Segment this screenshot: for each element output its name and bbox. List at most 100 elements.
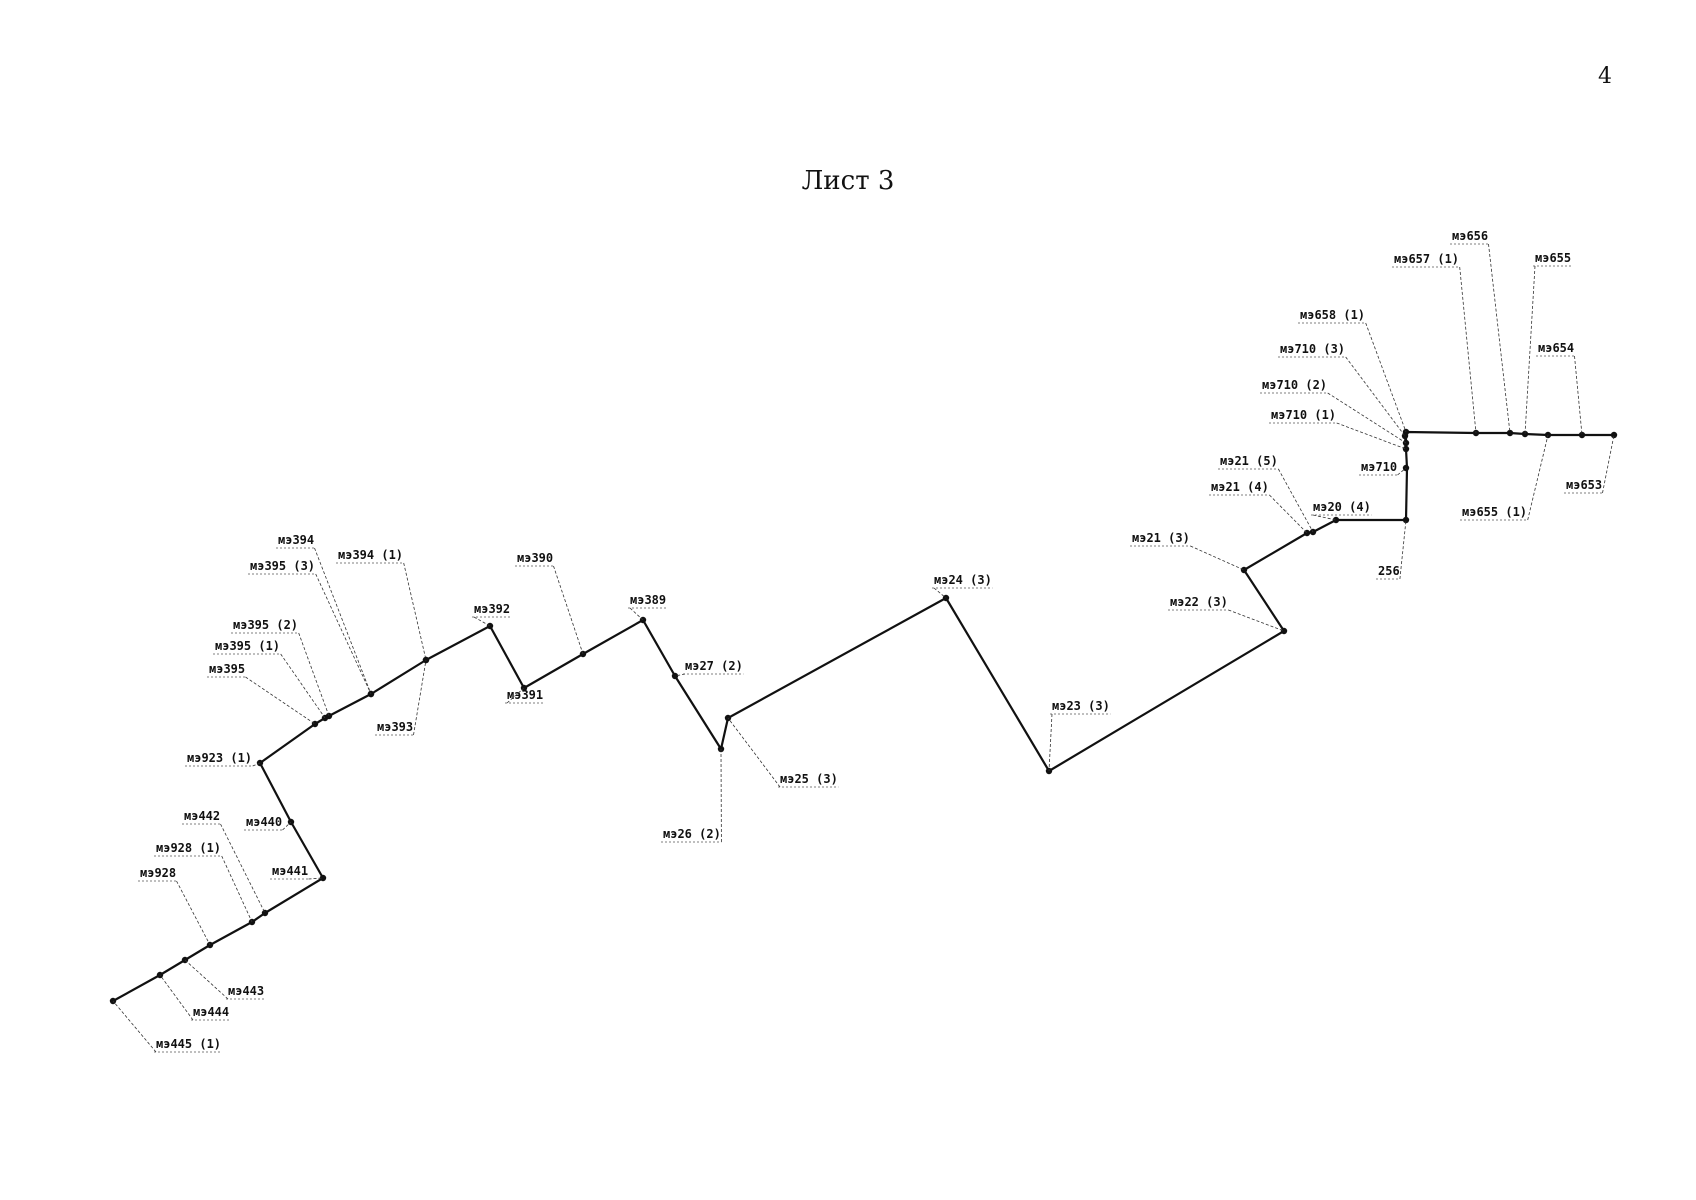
label-мэ389: мэ389	[630, 593, 666, 607]
label-мэ392: мэ392	[474, 602, 510, 616]
label-мэ392-leader	[473, 616, 491, 627]
label-мэ393-leader	[413, 659, 427, 736]
page-number: 4	[1598, 64, 1612, 89]
label-мэ653-leader	[1602, 434, 1615, 494]
node-мэ21-3	[1240, 566, 1248, 574]
label-мэ445-1: мэ445 (1)	[156, 1037, 221, 1051]
node-мэ653	[1610, 431, 1618, 439]
label-мэ22-3-leader	[1228, 609, 1285, 632]
label-мэ710-2: мэ710 (2)	[1262, 378, 1327, 392]
label-мэ440-leader	[282, 821, 292, 831]
label-мэ655-1-leader	[1527, 434, 1549, 521]
label-мэ928-leader	[176, 880, 211, 946]
label-мэ442: мэ442	[184, 809, 220, 823]
node-мэ395	[311, 720, 319, 728]
label-мэ928-1: мэ928 (1)	[156, 841, 221, 855]
label-мэ395-2: мэ395 (2)	[233, 618, 298, 632]
label-мэ395-3: мэ395 (3)	[250, 559, 315, 573]
label-мэ22-3: мэ22 (3)	[1170, 595, 1228, 609]
label-мэ441-leader	[308, 877, 324, 880]
label-мэ394-leader	[314, 547, 372, 695]
label-мэ440: мэ440	[246, 815, 282, 829]
label-мэ443: мэ443	[228, 984, 264, 998]
label-мэ658-1-leader	[1365, 322, 1407, 433]
label-мэ394-1: мэ394 (1)	[338, 548, 403, 562]
label-мэ21-3: мэ21 (3)	[1132, 531, 1190, 545]
label-мэ654-leader	[1574, 355, 1583, 436]
label-мэ656-leader	[1488, 243, 1511, 434]
label-мэ23-3: мэ23 (3)	[1052, 699, 1110, 713]
node-мэ22-3	[1280, 627, 1288, 635]
label-мэ27-2-leader	[674, 673, 686, 677]
node-мэ655	[1521, 430, 1529, 438]
label-мэ395-1-leader	[280, 653, 326, 719]
label-мэ441: мэ441	[272, 864, 308, 878]
node-мэ20-4	[1332, 516, 1340, 524]
label-мэ25-3: мэ25 (3)	[780, 772, 838, 786]
label-мэ20-4: мэ20 (4)	[1313, 500, 1371, 514]
label-мэ24-3-leader	[933, 587, 947, 599]
node-мэ710-1	[1402, 445, 1410, 453]
label-мэ395-2-leader	[298, 632, 330, 717]
node-мэ26-2	[717, 745, 725, 753]
label-мэ655-leader	[1524, 265, 1536, 435]
label-мэ25-3-leader	[727, 717, 781, 788]
label-мэ928-1-leader	[221, 855, 253, 923]
label-мэ23-3-leader	[1048, 713, 1053, 772]
label-мэ657-1-leader	[1459, 266, 1477, 434]
node-256	[1402, 516, 1410, 524]
sheet-title: Лист 3	[801, 166, 895, 196]
label-мэ21-5-leader	[1278, 468, 1314, 533]
label-мэ390: мэ390	[517, 551, 553, 565]
label-мэ443-leader	[184, 959, 229, 1000]
label-мэ395: мэ395	[209, 662, 245, 676]
label-мэ24-3: мэ24 (3)	[934, 573, 992, 587]
label-мэ21-4: мэ21 (4)	[1211, 480, 1269, 494]
label-мэ710: мэ710	[1361, 460, 1397, 474]
label-мэ654: мэ654	[1538, 341, 1574, 355]
label-мэ655: мэ655	[1535, 251, 1571, 265]
label-мэ657-1: мэ657 (1)	[1394, 252, 1459, 266]
label-мэ445-1-leader	[112, 1000, 157, 1053]
label-мэ391: мэ391	[507, 688, 543, 702]
label-мэ655-1: мэ655 (1)	[1462, 505, 1527, 519]
label-мэ928: мэ928	[140, 866, 176, 880]
label-мэ710-3: мэ710 (3)	[1280, 342, 1345, 356]
route-line	[112, 430, 1614, 1002]
label-мэ710-leader	[1397, 467, 1407, 476]
label-мэ442-leader	[220, 823, 266, 914]
label-мэ710-3-leader	[1345, 356, 1406, 437]
label-мэ653: мэ653	[1566, 478, 1602, 492]
label-мэ391-leader	[506, 687, 525, 704]
node-мэ395-2	[325, 712, 333, 720]
label-мэ710-1-leader	[1336, 422, 1407, 450]
node-мэ392	[486, 622, 494, 630]
label-мэ26-2: мэ26 (2)	[663, 827, 721, 841]
label-мэ21-4-leader	[1269, 494, 1308, 534]
label-256: 256	[1378, 564, 1400, 578]
label-256-leader	[1399, 519, 1407, 580]
node-мэ442	[261, 909, 269, 917]
label-мэ656: мэ656	[1452, 229, 1488, 243]
label-мэ658-1: мэ658 (1)	[1300, 308, 1365, 322]
label-мэ389-leader	[629, 607, 644, 621]
label-мэ710-2-leader	[1327, 392, 1407, 444]
label-мэ21-5: мэ21 (5)	[1220, 454, 1278, 468]
label-мэ390-leader	[553, 565, 584, 655]
label-мэ395-3-leader	[315, 573, 372, 695]
node-мэ441	[319, 874, 327, 882]
label-мэ923-1: мэ923 (1)	[187, 751, 252, 765]
label-мэ444-leader	[159, 974, 194, 1021]
label-мэ923-1-leader	[252, 762, 261, 767]
label-мэ395-1: мэ395 (1)	[215, 639, 280, 653]
label-мэ444: мэ444	[193, 1005, 229, 1019]
node-мэ654	[1578, 431, 1586, 439]
label-мэ393: мэ393	[377, 720, 413, 734]
label-мэ20-4-leader	[1312, 514, 1337, 521]
node-мэ443	[181, 956, 189, 964]
label-мэ710-1: мэ710 (1)	[1271, 408, 1336, 422]
label-мэ394: мэ394	[278, 533, 314, 547]
label-мэ27-2: мэ27 (2)	[685, 659, 743, 673]
label-мэ394-1-leader	[403, 562, 427, 661]
